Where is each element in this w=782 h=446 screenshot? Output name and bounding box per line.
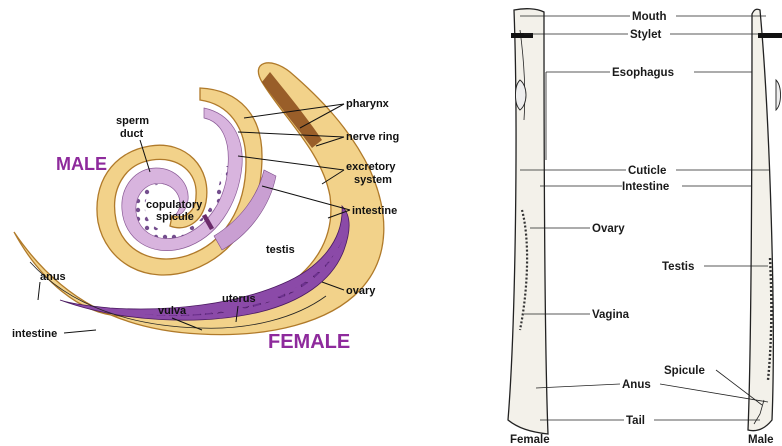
label-female: Female — [510, 434, 550, 446]
label-ovary: ovary — [346, 285, 376, 297]
label-mouth: Mouth — [632, 11, 666, 23]
label-pharynx: pharynx — [346, 98, 390, 110]
label-intestine-left: intestine — [12, 328, 57, 340]
label-nerve-ring: nerve ring — [346, 131, 399, 143]
label-cuticle: Cuticle — [628, 165, 666, 177]
label-anus: anus — [40, 271, 66, 283]
male-stylet-band — [758, 33, 782, 38]
male-title: MALE — [56, 154, 107, 174]
label-excretory-2: system — [354, 174, 392, 186]
label-esophagus: Esophagus — [612, 67, 674, 79]
label-vagina: Vagina — [592, 309, 630, 321]
label-uterus: uterus — [222, 293, 256, 305]
female-title: FEMALE — [268, 331, 350, 353]
male-bulb — [776, 80, 781, 110]
label-copulatory-2: spicule — [156, 211, 194, 223]
right-labels: Mouth Stylet Esophagus Cuticle Intestine… — [510, 11, 774, 446]
label-excretory-1: excretory — [346, 161, 396, 173]
label-intestine-right: intestine — [352, 205, 397, 217]
label-vulva: vulva — [158, 305, 187, 317]
label-testis-right: Testis — [662, 261, 694, 273]
label-copulatory-1: copulatory — [146, 199, 203, 211]
label-anus-right: Anus — [622, 379, 651, 391]
label-stylet: Stylet — [630, 29, 661, 41]
label-sperm-duct-2: duct — [120, 128, 144, 140]
label-male: Male — [748, 434, 774, 446]
label-intestine: Intestine — [622, 181, 669, 193]
label-testis: testis — [266, 244, 295, 256]
female-worm-outline — [508, 9, 548, 434]
right-nematode-illustration: Mouth Stylet Esophagus Cuticle Intestine… — [508, 9, 782, 446]
label-ovary-right: Ovary — [592, 223, 625, 235]
left-nematode-illustration: sperm duct MALE copulatory spicule phary… — [12, 63, 399, 353]
label-sperm-duct-1: sperm — [116, 115, 149, 127]
label-spicule: Spicule — [664, 365, 705, 377]
label-tail: Tail — [626, 415, 645, 427]
